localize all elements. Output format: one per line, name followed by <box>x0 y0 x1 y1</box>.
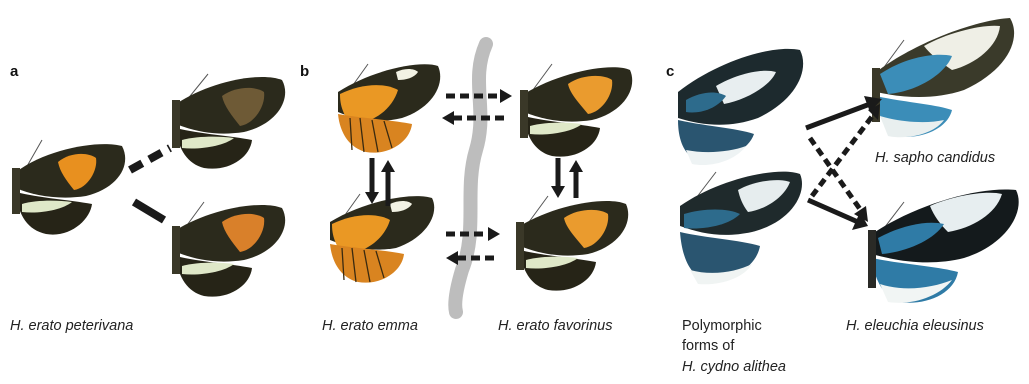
panel-a <box>12 74 285 297</box>
butterfly-cydno-alithea-upper <box>678 49 803 165</box>
caption-erato-emma: H. erato emma <box>322 317 418 336</box>
label-sapho-candidus: H. sapho candidus <box>875 149 995 168</box>
caption-polymorphic-line2: forms of <box>682 337 734 356</box>
butterfly-cydno-alithea-lower <box>680 172 802 285</box>
caption-cydno-alithea: H. cydno alithea <box>682 358 786 377</box>
caption-erato-favorinus: H. erato favorinus <box>498 317 612 336</box>
caption-polymorphic-line1: Polymorphic <box>682 317 762 336</box>
butterfly-erato-emma-lower <box>330 194 434 283</box>
butterfly-eleuchia-eleusinus <box>868 189 1019 302</box>
caption-erato-peterivana: H. erato peterivana <box>10 317 133 336</box>
panel-b-letter: b <box>300 63 309 80</box>
butterfly-erato-lower-orange <box>172 202 285 297</box>
butterfly-sapho-candidus <box>872 18 1014 137</box>
vertical-arrows-left <box>365 158 395 206</box>
caption-eleuchia-eleusinus: H. eleuchia eleusinus <box>846 317 984 336</box>
dashed-connector-upper <box>130 148 170 170</box>
mimicry-arrows <box>806 96 882 230</box>
panel-b <box>330 44 632 312</box>
butterfly-erato-upper-brown <box>172 74 285 169</box>
butterfly-erato-favorinus-lower <box>516 196 628 291</box>
butterfly-erato-emma-upper <box>338 64 440 153</box>
butterfly-erato-favorinus-upper <box>520 64 632 157</box>
panel-a-letter: a <box>10 63 19 80</box>
panel-c-letter: c <box>666 63 674 80</box>
solid-connector-lower <box>134 202 164 220</box>
geographic-barrier <box>455 44 486 312</box>
butterfly-erato-peterivana <box>12 140 125 235</box>
vertical-arrows-right <box>551 158 583 198</box>
